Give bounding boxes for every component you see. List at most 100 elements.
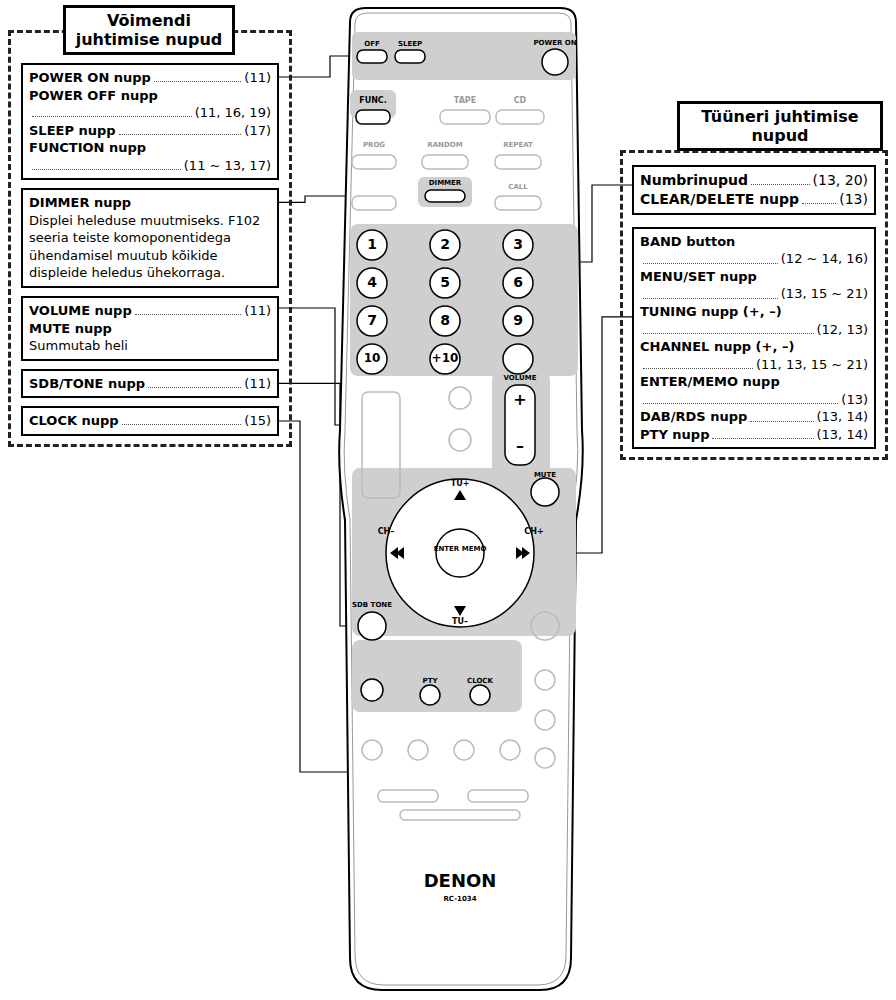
- panel-heading: Tüüneri juhtimise nupud: [677, 101, 883, 151]
- button-label: 5: [440, 275, 450, 289]
- button-list-box: POWER ON nupp(11)POWER OFF nupp (11, 16, …: [21, 63, 279, 180]
- button-label: 2: [440, 237, 450, 251]
- entry: SLEEP nupp(17): [29, 122, 271, 140]
- button-label: +: [513, 392, 526, 408]
- dot-leader: [135, 314, 242, 315]
- entry-name-row: POWER OFF nupp: [29, 87, 271, 105]
- button-label: SLEEP: [398, 41, 422, 48]
- button-name: TUNING nupp (+, –): [640, 303, 782, 321]
- button-label: DENON: [424, 872, 497, 890]
- button-label: 3: [513, 237, 523, 251]
- button-label: TU–: [452, 618, 468, 626]
- button-label: DIMMER: [429, 180, 462, 187]
- entry: POWER ON nupp(11): [29, 69, 271, 87]
- heading-text: Tüüneri juhtimise nupud: [701, 107, 858, 145]
- button-list-box: SDB/TONE nupp(11): [21, 369, 279, 399]
- button-name: ENTER/MEMO nupp: [640, 373, 780, 391]
- button-label: CALL: [508, 184, 527, 191]
- button-name: DAB/RDS nupp: [640, 408, 747, 426]
- page-reference: (13, 14): [817, 408, 869, 426]
- button-label: –: [516, 438, 524, 454]
- dot-leader: [122, 424, 242, 425]
- button-label: MUTE: [534, 472, 556, 479]
- button-label: 8: [440, 313, 450, 327]
- button-label: POWER ON: [533, 40, 576, 47]
- entry-name-row: ENTER/MEMO nupp: [640, 373, 868, 391]
- nav-arrows: [390, 490, 530, 616]
- entry: CLOCK nupp (15): [29, 412, 271, 430]
- inactive-buttons: [352, 110, 559, 820]
- entry: Displei heleduse muutmiseks. F102 seeria…: [29, 212, 271, 282]
- dot-leader: [643, 403, 838, 404]
- entry-name-row: FUNCTION nupp: [29, 139, 271, 157]
- dot-leader: [643, 263, 778, 264]
- button-name: DIMMER nupp: [29, 195, 131, 210]
- page-reference: (13): [839, 190, 868, 209]
- button-name: POWER OFF nupp: [29, 87, 158, 105]
- entry-ref-row: (11, 13, 15 ~ 21): [640, 356, 868, 374]
- button-label: TU+: [451, 480, 470, 488]
- button-name: VOLUME nupp: [29, 302, 132, 320]
- entry: FUNCTION nupp(11 ~ 13, 17): [29, 139, 271, 174]
- entry: SDB/TONE nupp(11): [29, 375, 271, 393]
- page-reference: (12, 13): [817, 321, 869, 339]
- button-label: CD: [514, 97, 527, 105]
- dot-leader: [643, 368, 753, 369]
- button-label: RANDOM: [427, 142, 462, 149]
- highlight-regions: [350, 32, 578, 712]
- page-reference: (11): [244, 375, 271, 393]
- button-name: CHANNEL nupp (+, –): [640, 338, 794, 356]
- button-label: SDB TONE: [352, 602, 392, 609]
- heading-text: Võimendi juhtimise nupud: [76, 11, 223, 49]
- page-reference: (12 ~ 14, 16): [781, 250, 868, 268]
- button-label: VOLUME: [504, 375, 537, 382]
- button-name: MENU/SET nupp: [640, 268, 757, 286]
- button-label: PROG: [363, 142, 385, 149]
- button-name: MUTE nupp: [29, 321, 112, 336]
- page-reference: (15): [244, 412, 271, 430]
- entry: CHANNEL nupp (+, –)(11, 13, 15 ~ 21): [640, 338, 868, 373]
- entry-ref-row: (12 ~ 14, 16): [640, 250, 868, 268]
- page-reference: (11): [244, 302, 271, 320]
- dot-leader: [154, 81, 241, 82]
- button-name: CLEAR/DELETE nupp: [640, 190, 799, 209]
- entry: POWER OFF nupp (11, 16, 19): [29, 87, 271, 122]
- button-name: BAND button: [640, 233, 735, 251]
- button-label: TAPE: [454, 97, 476, 105]
- button-label: OFF: [364, 41, 380, 48]
- description: Summutab heli: [29, 338, 128, 353]
- leader-line: [579, 185, 632, 262]
- page-reference: (13): [841, 391, 868, 409]
- dot-leader: [32, 169, 181, 170]
- entry: Summutab heli: [29, 337, 271, 355]
- dot-leader: [119, 134, 242, 135]
- button-name: FUNCTION nupp: [29, 139, 146, 157]
- entry: CLEAR/DELETE nupp (13): [640, 190, 868, 209]
- page-reference: (11): [244, 69, 271, 87]
- entry-name-row: BAND button: [640, 233, 868, 251]
- button-name: CLOCK nupp: [29, 412, 119, 430]
- button-name: PTY nupp: [640, 426, 709, 444]
- button-label: CLOCK: [467, 678, 493, 685]
- button-label: CH+: [524, 528, 543, 536]
- entry: PTY nupp (13, 14): [640, 426, 868, 444]
- entry-name-row: MENU/SET nupp: [640, 268, 868, 286]
- remote-inner-edge: [344, 13, 578, 985]
- remote-body: [339, 8, 583, 990]
- button-group-panel: Tüüneri juhtimise nupudNumbrinupud(13, 2…: [620, 150, 888, 460]
- page-reference: (13, 14): [817, 426, 869, 444]
- page-reference: (11, 16, 19): [195, 104, 271, 122]
- entry: MENU/SET nupp(13, 15 ~ 21): [640, 268, 868, 303]
- entry: DIMMER nupp: [29, 194, 271, 212]
- entry-ref-row: (13): [640, 391, 868, 409]
- button-group-panel: Võimendi juhtimise nupudPOWER ON nupp(11…: [8, 30, 292, 447]
- dot-leader: [712, 438, 813, 439]
- button-name: Numbrinupud: [640, 171, 748, 190]
- button-label: CH–: [378, 528, 395, 536]
- button-label: 1: [367, 237, 377, 251]
- dot-leader: [148, 387, 241, 388]
- button-list-box: Numbrinupud(13, 20)CLEAR/DELETE nupp(13): [632, 165, 876, 215]
- button-label: PTY: [423, 678, 438, 685]
- button-label: FUNC.: [359, 97, 387, 105]
- button-label: RC-1034: [443, 896, 476, 903]
